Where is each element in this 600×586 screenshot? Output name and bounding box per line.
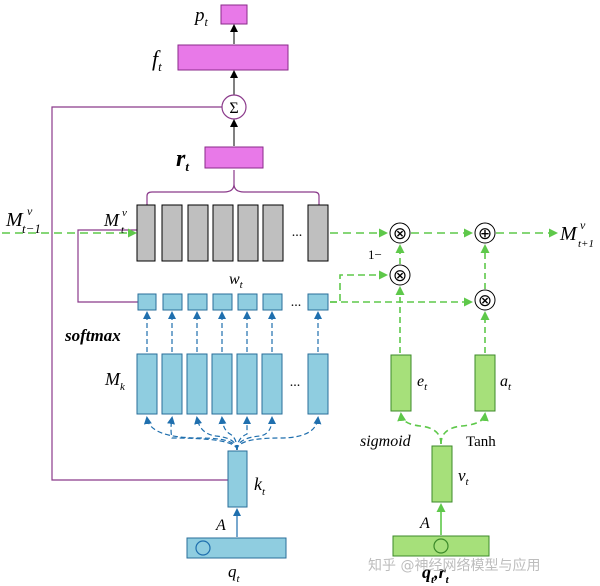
q-t-circle: [195, 540, 211, 556]
weight-cell: [162, 293, 183, 311]
key-memory-slot: [136, 353, 158, 415]
qr-t-circle: [433, 538, 449, 554]
kt-fan-arrow: [236, 416, 251, 451]
a-t-label: at: [500, 373, 512, 393]
weight-cell: [237, 293, 258, 311]
m-next-sup: v: [580, 218, 586, 232]
r-t-box: [204, 146, 264, 169]
kt-fan-arrow: [143, 416, 238, 451]
value-memory-slot: [161, 204, 183, 262]
v-to-e-arrow: [397, 412, 442, 445]
v-to-a-arrow: [440, 412, 489, 445]
add-symbol: ⊕: [478, 224, 492, 243]
value-memory-slot: [136, 204, 156, 262]
m-prev-sup: v: [27, 204, 33, 218]
watermark: 知乎 @神经网络模型与应用: [368, 557, 540, 574]
key-memory-slot: [307, 353, 329, 415]
k-t-label: kt: [254, 474, 266, 498]
f-t-label: ft: [152, 46, 162, 74]
m-prev-sub: t−1: [22, 221, 41, 236]
q-t-box: [186, 537, 287, 559]
add-node: [474, 222, 496, 244]
p-t-box: [220, 4, 248, 25]
weight-to-erase-arrow: [330, 270, 388, 303]
m-t-sub: t: [121, 224, 125, 236]
erase-multiply-node: [389, 222, 411, 244]
read-brace: [146, 170, 320, 206]
key-memory-slot: [211, 353, 233, 415]
key-memory-slot: [161, 353, 183, 415]
qr-t-label: qt,rt: [422, 562, 450, 586]
qr-t-box: [392, 535, 490, 557]
weight-cell: [307, 293, 329, 311]
value-memory-slot: [187, 204, 209, 262]
m-next-label: M: [559, 223, 578, 245]
kt-to-sum-line: [51, 106, 228, 481]
tanh-label: Tanh: [466, 434, 496, 450]
add-weight-multiply-symbol: ⊗: [478, 291, 492, 310]
one-minus-label: 1−: [368, 247, 382, 262]
r-t-label: rt: [176, 146, 189, 174]
key-memory-slot: [261, 353, 283, 415]
kt-fan-arrow: [218, 416, 238, 451]
a-left-label: A: [215, 517, 226, 534]
mem-to-weight-line: [77, 229, 147, 303]
weight-cell: [137, 293, 157, 311]
kt-fan-arrow: [236, 416, 276, 451]
e-t-box: [390, 354, 412, 412]
weight-cell: [187, 293, 208, 311]
value-memory-slot: [237, 204, 259, 262]
m-next-sub: t+1: [578, 238, 594, 250]
kt-fan-arrow: [194, 416, 238, 451]
m-t-sup: v: [122, 207, 127, 219]
weight-cell: [212, 293, 233, 311]
q-t-label: qt: [228, 562, 241, 585]
kt-fan-arrow: [167, 416, 238, 451]
m-prev-label: M: [5, 209, 24, 231]
v-t-box: [431, 445, 453, 503]
value-memory-slot: [262, 204, 284, 262]
key-memory-slot: [186, 353, 208, 415]
sum-symbol: Σ: [229, 100, 238, 117]
weight-cell: [262, 293, 283, 311]
w-t-label: wt: [229, 271, 244, 291]
value-memory-slot: [307, 204, 329, 262]
value-memory-slot: [212, 204, 234, 262]
key-memory-dots: ...: [290, 375, 301, 390]
m-t-label: M: [103, 210, 120, 230]
e-t-label: et: [417, 373, 428, 393]
erase-weight-multiply-symbol: ⊗: [393, 266, 407, 285]
add-weight-multiply-node: [474, 289, 496, 311]
k-t-box: [227, 450, 248, 508]
erase-weight-multiply-node: [389, 264, 411, 286]
v-t-label: vt: [458, 466, 470, 488]
kt-fan-arrow: [236, 416, 322, 451]
weight-dots: ...: [291, 295, 302, 310]
p-t-label: pt: [193, 5, 209, 29]
a-t-box: [474, 354, 496, 412]
erase-multiply-symbol: ⊗: [393, 224, 407, 243]
sigmoid-label: sigmoid: [360, 433, 412, 450]
key-memory-slot: [236, 353, 258, 415]
m-k-label: Mk: [104, 369, 126, 393]
value-memory-dots: ...: [292, 225, 303, 240]
f-t-box: [177, 44, 289, 71]
a-right-label: A: [419, 515, 430, 532]
softmax-label: softmax: [64, 326, 121, 345]
